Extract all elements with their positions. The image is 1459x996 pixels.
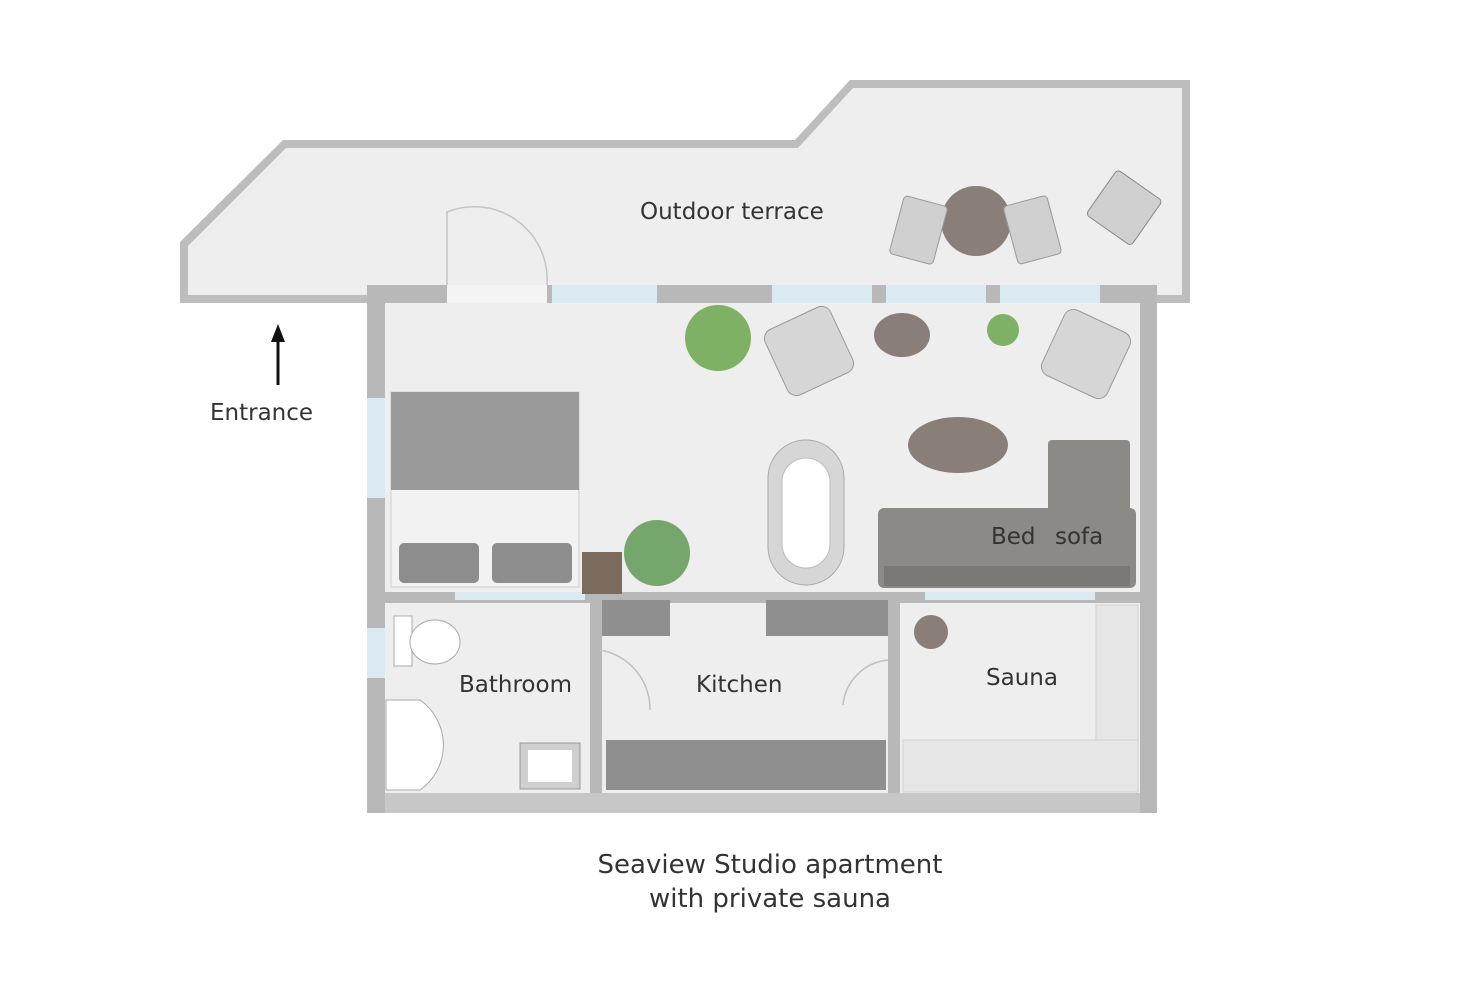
room-label-terrace: Outdoor terrace xyxy=(640,199,824,225)
windows xyxy=(367,285,1100,678)
outdoor-terrace-area xyxy=(180,80,1190,303)
sauna-fixtures xyxy=(902,604,1139,793)
room-label-kitchen: Kitchen xyxy=(696,672,783,698)
terrace-chair-icon xyxy=(889,170,1162,265)
plant-icon xyxy=(624,305,1019,586)
bed-sofa-icon xyxy=(878,440,1136,588)
kitchen-counter xyxy=(602,600,888,790)
armchair-icon xyxy=(763,305,1132,400)
sofa-label: sofa xyxy=(1055,524,1104,550)
room-label-bathroom: Bathroom xyxy=(459,672,572,698)
bathtub-icon xyxy=(767,439,845,586)
arrow-up-icon xyxy=(271,324,285,385)
terrace-table-icon xyxy=(941,186,1011,256)
coffee-table-icon xyxy=(874,313,1008,473)
bed-icon xyxy=(390,391,622,594)
bed-label: Bed xyxy=(991,524,1036,550)
room-label-sauna: Sauna xyxy=(986,665,1058,691)
kitchen-door xyxy=(599,649,889,711)
toilet-icon xyxy=(393,615,461,667)
entrance-label: Entrance xyxy=(210,400,314,426)
apartment-walls xyxy=(367,285,1157,813)
shower-icon xyxy=(385,699,444,791)
terrace-door xyxy=(446,205,548,303)
caption-line-1: Seaview Studio apartment xyxy=(597,850,943,880)
caption-line-2: with private sauna xyxy=(649,884,891,914)
sink-icon xyxy=(519,742,581,790)
plan-caption: Seaview Studio apartment with private sa… xyxy=(560,848,980,916)
